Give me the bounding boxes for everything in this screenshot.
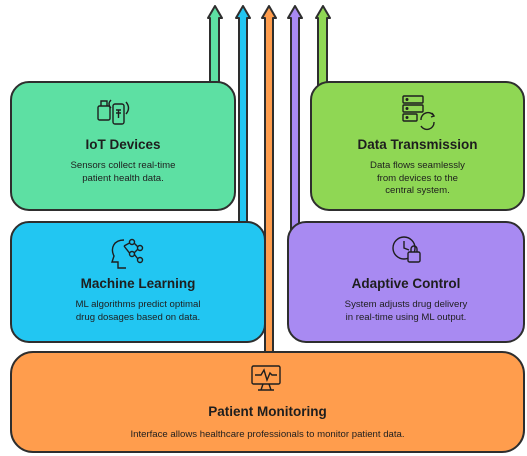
card-patient-monitoring <box>10 351 525 453</box>
desc-line: Data flows seamlessly <box>370 160 465 171</box>
card-adaptive-control <box>287 221 525 343</box>
clock-lock-icon <box>392 236 421 263</box>
card-iot-devices <box>10 81 236 211</box>
machine-learning-description: ML algorithms predict optimal drug dosag… <box>11 299 265 324</box>
card-machine-learning <box>10 221 266 343</box>
machine-learning-title: Machine Learning <box>80 276 196 291</box>
brain-network-icon <box>111 238 144 269</box>
desc-line: ML algorithms predict optimal <box>75 299 201 310</box>
desc-line: in real-time using ML output. <box>345 311 467 323</box>
desc-line: from devices to the <box>376 172 459 184</box>
desc-line: Interface allows healthcare professional… <box>130 429 405 440</box>
card-data-transmission <box>310 81 525 211</box>
desc-line: patient health data. <box>82 172 164 184</box>
data-transmission-description: Data flows seamlessly from devices to th… <box>311 160 524 198</box>
monitor-heartbeat-icon <box>251 365 281 391</box>
data-transmission-title: Data Transmission <box>357 137 478 152</box>
iot-devices-title: IoT Devices <box>85 137 161 152</box>
adaptive-control-title: Adaptive Control <box>351 276 461 291</box>
iot-devices-description: Sensors collect real-time patient health… <box>11 160 235 185</box>
desc-line: System adjusts drug delivery <box>344 299 468 310</box>
desc-line: Sensors collect real-time <box>70 160 176 171</box>
smartphone-sensor-icon <box>97 99 130 125</box>
server-sync-icon <box>402 95 436 131</box>
patient-monitoring-description: Interface allows healthcare professional… <box>11 429 524 442</box>
desc-line: drug dosages based on data. <box>75 311 201 323</box>
adaptive-control-description: System adjusts drug delivery in real-tim… <box>288 299 524 324</box>
desc-line: central system. <box>385 185 450 196</box>
patient-monitoring-title: Patient Monitoring <box>208 404 327 419</box>
